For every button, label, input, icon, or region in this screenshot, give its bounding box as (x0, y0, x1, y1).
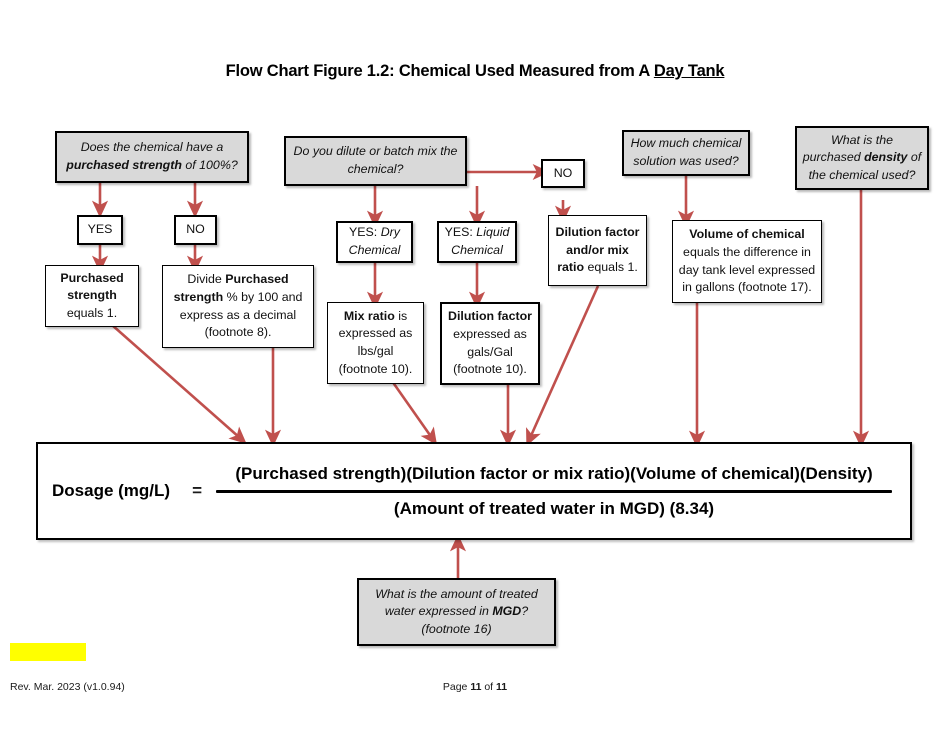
decision-label-yes-text: YES (87, 222, 113, 237)
q1-line1: Does the chemical have a (80, 140, 224, 155)
dps-line1-bold: Purchased (225, 272, 289, 287)
question-dilute-or-batch-mix[interactable]: Do you dilute or batch mix the chemical? (284, 136, 467, 186)
question-purchased-strength[interactable]: Does the chemical have a purchased stren… (55, 131, 249, 183)
voc-line3: day tank level expressed (678, 262, 816, 277)
q2-line1: Do you dilute or batch mix the (293, 144, 458, 159)
page-title: Flow Chart Figure 1.2: Chemical Used Mea… (0, 62, 950, 81)
branch-yes-dry-chemical[interactable]: YES: Dry Chemical (336, 221, 413, 263)
df-line1-bold: Dilution factor (448, 309, 532, 324)
dfe-line2-bold: and/or mix (566, 242, 629, 257)
footer-revision: Rev. Mar. 2023 (v1.0.94) (10, 681, 125, 693)
atw-line1: What is the amount of treated (375, 586, 538, 601)
result-divide-purchased-strength[interactable]: Divide Purchased strength % by 100 and e… (162, 265, 314, 348)
mr-line1-bold: Mix ratio (343, 308, 395, 323)
dfe-line3-bold: ratio (557, 260, 585, 275)
decision-label-no[interactable]: NO (174, 215, 217, 245)
df-line4: (footnote 10). (453, 362, 527, 377)
question-how-much-solution[interactable]: How much chemical solution was used? (622, 130, 750, 176)
decision-label-no-dilute-text: NO (553, 165, 573, 180)
dps-line2-rest: % by 100 and (223, 289, 303, 304)
q3-line1: How much chemical (630, 136, 742, 151)
ps-bold1: Purchased (60, 270, 124, 285)
yes-dry-italic2: Chemical (348, 243, 401, 257)
q1-line2-rest: of 100%? (181, 158, 238, 172)
dps-line1-pre: Divide (187, 272, 226, 287)
q4-line2-post: of (907, 150, 922, 165)
result-volume-of-chemical[interactable]: Volume of chemical equals the difference… (672, 220, 822, 303)
formula-fraction: (Purchased strength)(Dilution factor or … (216, 464, 910, 519)
q4-line1: What is the (831, 132, 893, 147)
dps-line4: (footnote 8). (204, 325, 272, 340)
atw-line2-post: ? (521, 604, 529, 619)
atw-line2-bold: MGD (492, 604, 522, 619)
footer-page-total: 11 (496, 681, 508, 693)
ps-bold2: strength (67, 288, 117, 303)
result-purchased-strength-equals-1[interactable]: Purchased strength equals 1. (45, 265, 139, 327)
footer-page-current: 11 (470, 681, 482, 693)
mr-line4: (footnote 10). (338, 361, 413, 376)
yes-liquid-pre: YES: (444, 225, 477, 240)
voc-line2: equals the difference in (683, 244, 811, 259)
formula-denominator: (Amount of treated water in MGD) (8.34) (393, 498, 715, 518)
formula-fraction-bar (216, 489, 892, 493)
mr-line3: lbs/gal (357, 344, 394, 358)
decision-label-yes[interactable]: YES (77, 215, 123, 245)
yellow-highlight-mark (10, 643, 86, 661)
mr-line2: expressed as (338, 326, 413, 341)
result-dilution-factor[interactable]: Dilution factor expressed as gals/Gal (f… (440, 302, 540, 385)
decision-label-no-text: NO (186, 222, 205, 237)
arrow-mix-ratio-to-formula (390, 380, 438, 446)
voc-line1-bold: Volume of chemical (689, 227, 805, 242)
q1-line2-bold: purchased strength (66, 158, 182, 172)
q2-line2: chemical? (347, 162, 404, 176)
dfe-line3-rest: equals 1. (584, 260, 638, 275)
branch-yes-liquid-chemical[interactable]: YES: Liquid Chemical (437, 221, 517, 263)
decision-label-no-dilute[interactable]: NO (541, 159, 585, 188)
formula-equals-sign: = (192, 481, 202, 500)
footer-page-middle: of (481, 681, 497, 693)
dps-line2-bold: strength (173, 289, 224, 304)
dfe-line1-bold: Dilution factor (555, 225, 640, 240)
question-purchased-density[interactable]: What is the purchased density of the che… (795, 126, 929, 190)
formula-left-hand-side: Dosage (mg/L) (52, 481, 171, 500)
footer-page-prefix: Page (442, 681, 471, 693)
yes-dry-pre: YES: (349, 225, 381, 240)
question-amount-treated-water[interactable]: What is the amount of treated water expr… (357, 578, 556, 646)
df-line3: gals/Gal (467, 344, 513, 359)
arrow-dilution-equals-1-to-formula (526, 285, 600, 447)
yes-liquid-italic2: Chemical (451, 243, 503, 257)
formula-numerator: (Purchased strength)(Dilution factor or … (235, 463, 873, 483)
page-title-underlined: Day Tank (653, 62, 725, 80)
atw-line2-pre: water expressed in (384, 604, 493, 619)
result-dilution-factor-equals-1[interactable]: Dilution factor and/or mix ratio equals … (548, 215, 647, 286)
yes-dry-italic1: Dry (380, 225, 400, 240)
yes-liquid-italic1: Liquid (476, 225, 510, 240)
q4-line2-pre: purchased (802, 150, 865, 165)
ps-rest: equals 1. (66, 305, 118, 320)
voc-line4: in gallons (footnote 17). (682, 280, 812, 295)
q4-line2-bold: density (864, 150, 908, 165)
q3-line2: solution was used? (633, 154, 739, 168)
dosage-formula-box[interactable]: Dosage (mg/L) = (Purchased strength)(Dil… (36, 442, 912, 540)
mr-line1-rest: is (394, 308, 408, 323)
atw-line3: (footnote 16) (421, 621, 492, 636)
result-mix-ratio[interactable]: Mix ratio is expressed as lbs/gal (footn… (327, 302, 424, 384)
df-line2: expressed as (453, 326, 527, 341)
q4-line3: the chemical used? (808, 167, 916, 182)
footer-page-number: Page 11 of 11 (0, 681, 950, 693)
dps-line3: express as a decimal (179, 307, 297, 322)
page-title-main: Flow Chart Figure 1.2: Chemical Used Mea… (225, 62, 654, 80)
